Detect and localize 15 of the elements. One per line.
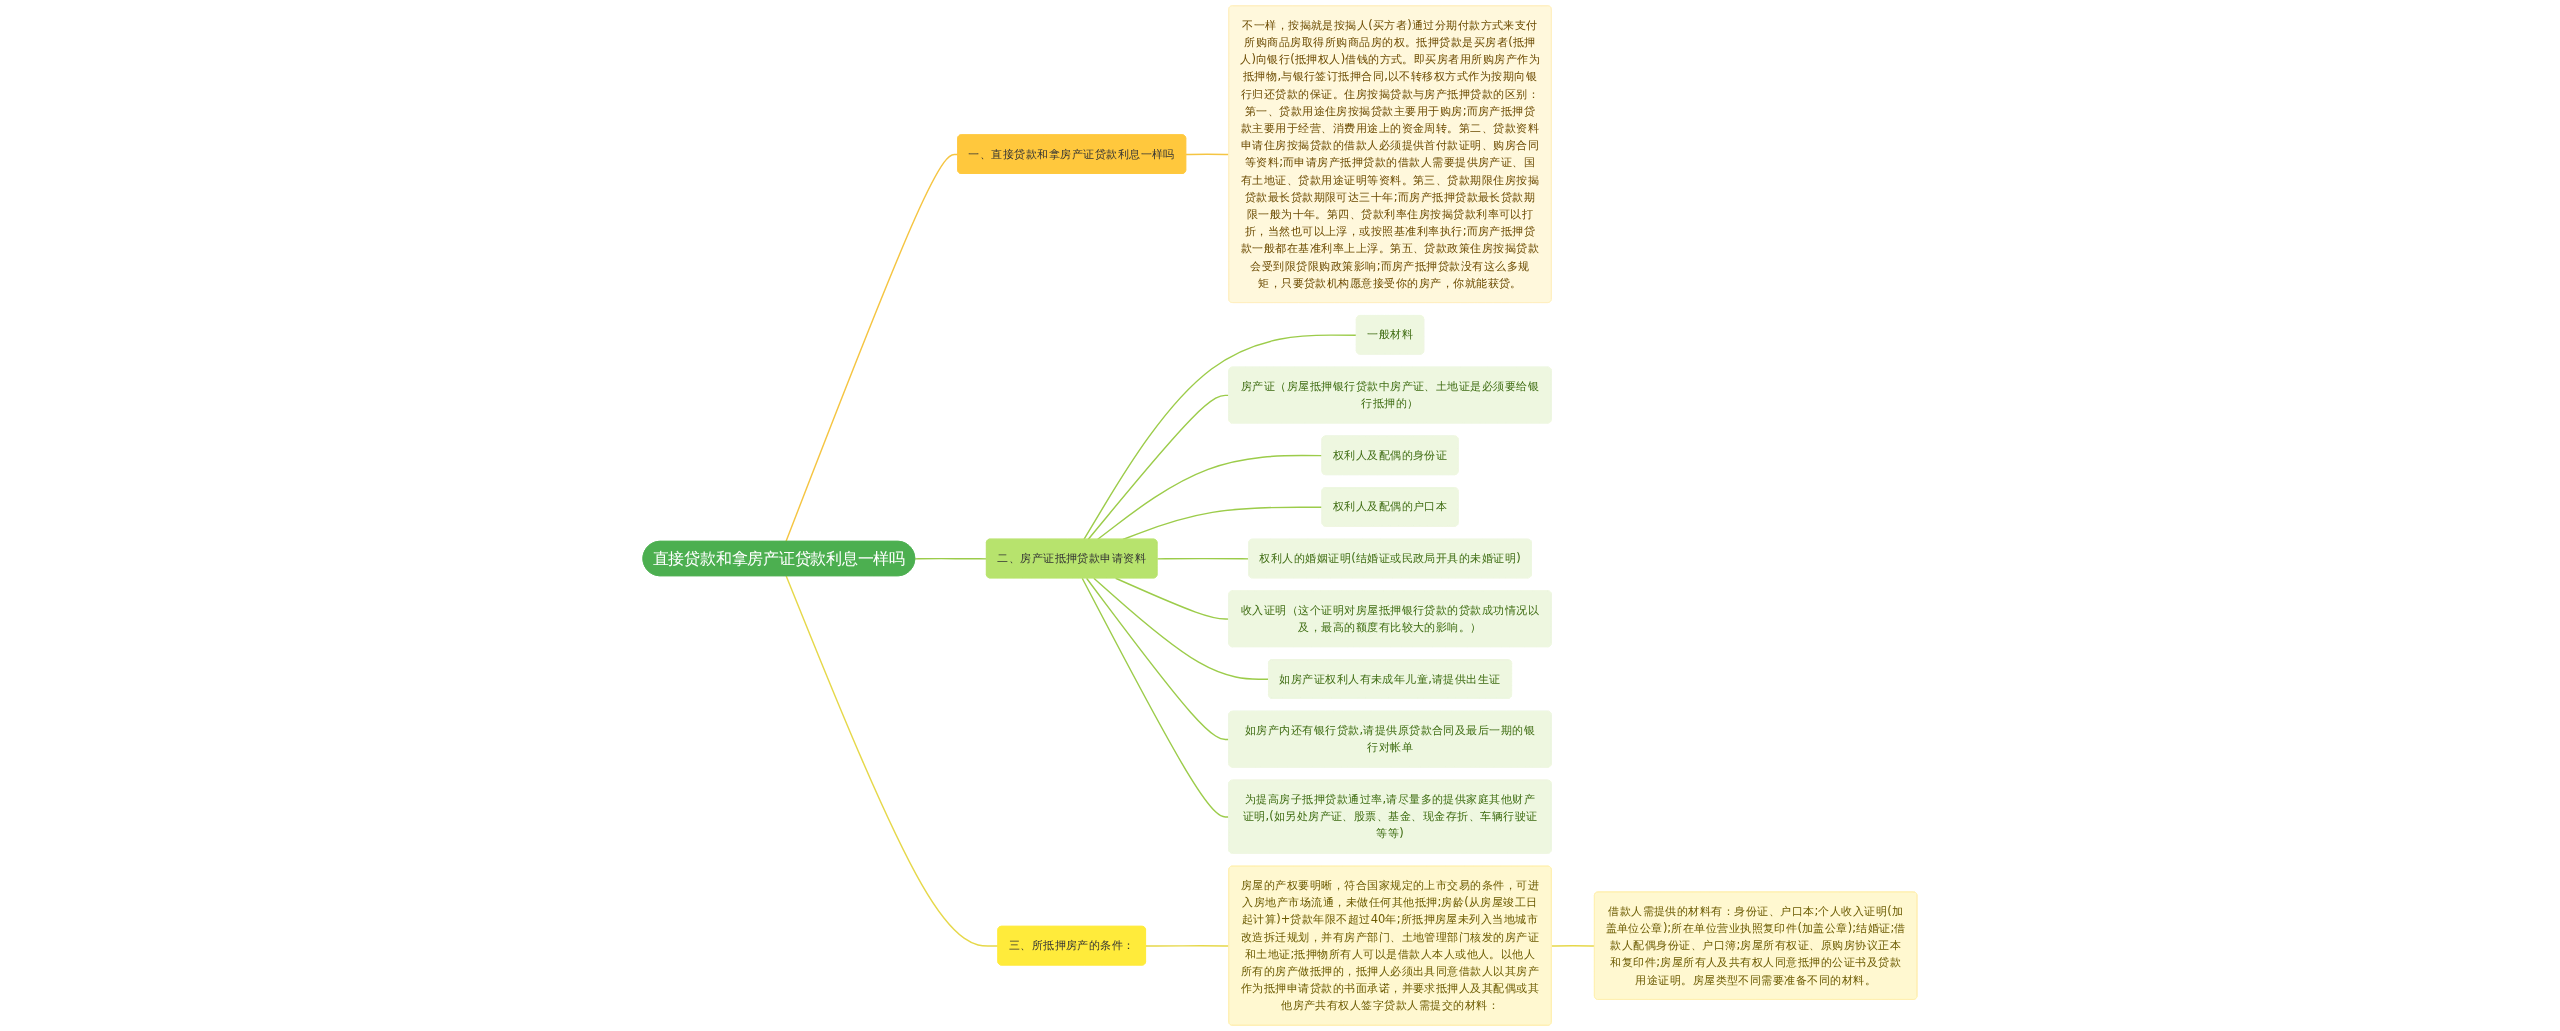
connector bbox=[914, 557, 988, 560]
connector bbox=[1551, 945, 1596, 947]
connector bbox=[1114, 577, 1230, 620]
connector bbox=[1081, 577, 1230, 818]
connector bbox=[1145, 945, 1230, 947]
connector bbox=[1093, 577, 1270, 681]
connector bbox=[1087, 394, 1230, 541]
connector bbox=[1122, 506, 1323, 541]
connector bbox=[1156, 557, 1250, 560]
connector bbox=[1096, 454, 1323, 541]
connector bbox=[1185, 153, 1230, 156]
connector bbox=[785, 153, 959, 543]
connector bbox=[1083, 334, 1358, 541]
connector bbox=[1085, 577, 1230, 741]
connector bbox=[785, 575, 999, 947]
